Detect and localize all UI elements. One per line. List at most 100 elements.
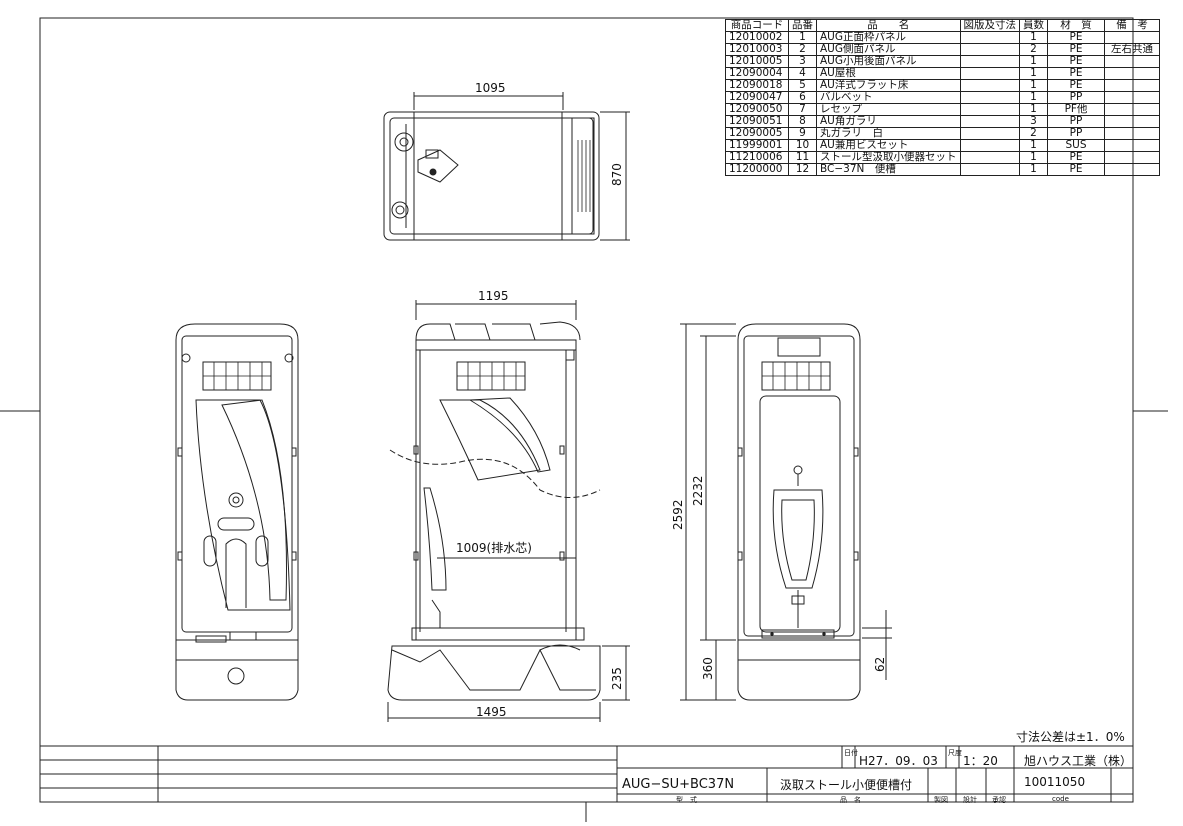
part-number: 7 bbox=[788, 103, 817, 116]
part-number: 2 bbox=[788, 43, 817, 56]
part-code: 12010003 bbox=[725, 43, 789, 56]
part-code: 11999001 bbox=[725, 139, 789, 152]
part-material: PP bbox=[1047, 115, 1105, 128]
part-figure bbox=[959, 139, 1020, 152]
part-name: 丸ガラリ 白 bbox=[816, 127, 961, 140]
part-remarks: 左右共通 bbox=[1104, 43, 1160, 56]
part-remarks bbox=[1104, 79, 1160, 92]
plan-view bbox=[383, 92, 630, 241]
date-label: 日付 bbox=[844, 749, 858, 757]
header-name: 品 名 bbox=[816, 19, 961, 32]
part-number: 6 bbox=[788, 91, 817, 104]
part-figure bbox=[959, 43, 1020, 56]
part-qty: 2 bbox=[1019, 43, 1048, 56]
part-qty: 1 bbox=[1019, 163, 1048, 176]
part-name: AU角ガラリ bbox=[816, 115, 961, 128]
part-qty: 1 bbox=[1019, 55, 1048, 68]
part-code: 12090005 bbox=[725, 127, 789, 140]
title-block bbox=[40, 745, 1133, 802]
part-code: 12090018 bbox=[725, 79, 789, 92]
part-remarks bbox=[1104, 139, 1160, 152]
part-code: 12090051 bbox=[725, 115, 789, 128]
part-qty: 1 bbox=[1019, 31, 1048, 44]
product-code: 10011050 bbox=[1024, 775, 1086, 789]
dim-inner-height: 2232 bbox=[691, 475, 705, 506]
part-number: 4 bbox=[788, 67, 817, 80]
part-name: AUG正面枠パネル bbox=[816, 31, 961, 44]
header-figure: 図版及寸法 bbox=[959, 19, 1020, 32]
part-remarks bbox=[1104, 115, 1160, 128]
part-remarks bbox=[1104, 91, 1160, 104]
model-number: AUG−SU+BC37N bbox=[622, 777, 735, 792]
part-number: 5 bbox=[788, 79, 817, 92]
header-code: 商品コード bbox=[725, 19, 789, 32]
header-no: 品番 bbox=[788, 19, 817, 32]
code-label: code bbox=[1052, 795, 1069, 803]
part-code: 11200000 bbox=[725, 163, 789, 176]
part-material: PP bbox=[1047, 91, 1105, 104]
part-qty: 1 bbox=[1019, 67, 1048, 80]
approved-label: 承認 bbox=[992, 796, 1006, 804]
dim-urinal-offset: 62 bbox=[873, 657, 887, 672]
part-name: AU洋式フラット床 bbox=[816, 79, 961, 92]
front-view bbox=[680, 323, 892, 701]
part-number: 11 bbox=[788, 151, 817, 164]
part-code: 12090050 bbox=[725, 103, 789, 116]
part-name: AUG小用後面パネル bbox=[816, 55, 961, 68]
part-number: 1 bbox=[788, 31, 817, 44]
part-figure bbox=[959, 55, 1020, 68]
part-qty: 1 bbox=[1019, 91, 1048, 104]
part-remarks bbox=[1104, 103, 1160, 116]
part-code: 12010005 bbox=[725, 55, 789, 68]
header-qty: 員数 bbox=[1019, 19, 1048, 32]
part-material: PE bbox=[1047, 43, 1105, 56]
part-figure bbox=[959, 127, 1020, 140]
part-material: PE bbox=[1047, 151, 1105, 164]
part-figure bbox=[959, 31, 1020, 44]
dim-base-height: 235 bbox=[610, 667, 624, 690]
part-qty: 2 bbox=[1019, 127, 1048, 140]
design-label: 設計 bbox=[963, 796, 977, 804]
part-remarks bbox=[1104, 67, 1160, 80]
company-name: 旭ハウス工業（株） bbox=[1024, 754, 1133, 768]
part-name: レセップ bbox=[816, 103, 961, 116]
part-name: AU兼用ビスセット bbox=[816, 139, 961, 152]
tolerance-note: 寸法公差は±1．0% bbox=[1016, 730, 1125, 744]
part-remarks bbox=[1104, 127, 1160, 140]
part-figure bbox=[959, 67, 1020, 80]
part-number: 3 bbox=[788, 55, 817, 68]
part-material: PE bbox=[1047, 163, 1105, 176]
drawn-label: 製図 bbox=[934, 796, 948, 804]
part-qty: 3 bbox=[1019, 115, 1048, 128]
product-name: 汲取ストール小便便槽付 bbox=[780, 778, 913, 792]
part-figure bbox=[959, 79, 1020, 92]
part-name: ストール型汲取小便器セット bbox=[816, 151, 961, 164]
part-figure bbox=[959, 151, 1020, 164]
dim-side-width: 1195 bbox=[478, 289, 509, 303]
dim-plan-width: 1095 bbox=[475, 81, 506, 95]
part-remarks bbox=[1104, 55, 1160, 68]
part-name: バルベット bbox=[816, 91, 961, 104]
part-figure bbox=[959, 115, 1020, 128]
part-number: 9 bbox=[788, 127, 817, 140]
dim-drain-center: 1009(排水芯) bbox=[456, 541, 532, 555]
parts-list-header: 商品コード 品番 品 名 図版及寸法 員数 材 質 備 考 bbox=[725, 19, 1160, 32]
part-material: SUS bbox=[1047, 139, 1105, 152]
part-material: PE bbox=[1047, 55, 1105, 68]
dim-total-height: 2592 bbox=[671, 499, 685, 530]
dim-base-width: 1495 bbox=[476, 705, 507, 719]
part-name: BC−37N 便槽 bbox=[816, 163, 961, 176]
part-material: PF他 bbox=[1047, 103, 1105, 116]
header-remarks: 備 考 bbox=[1104, 19, 1160, 32]
